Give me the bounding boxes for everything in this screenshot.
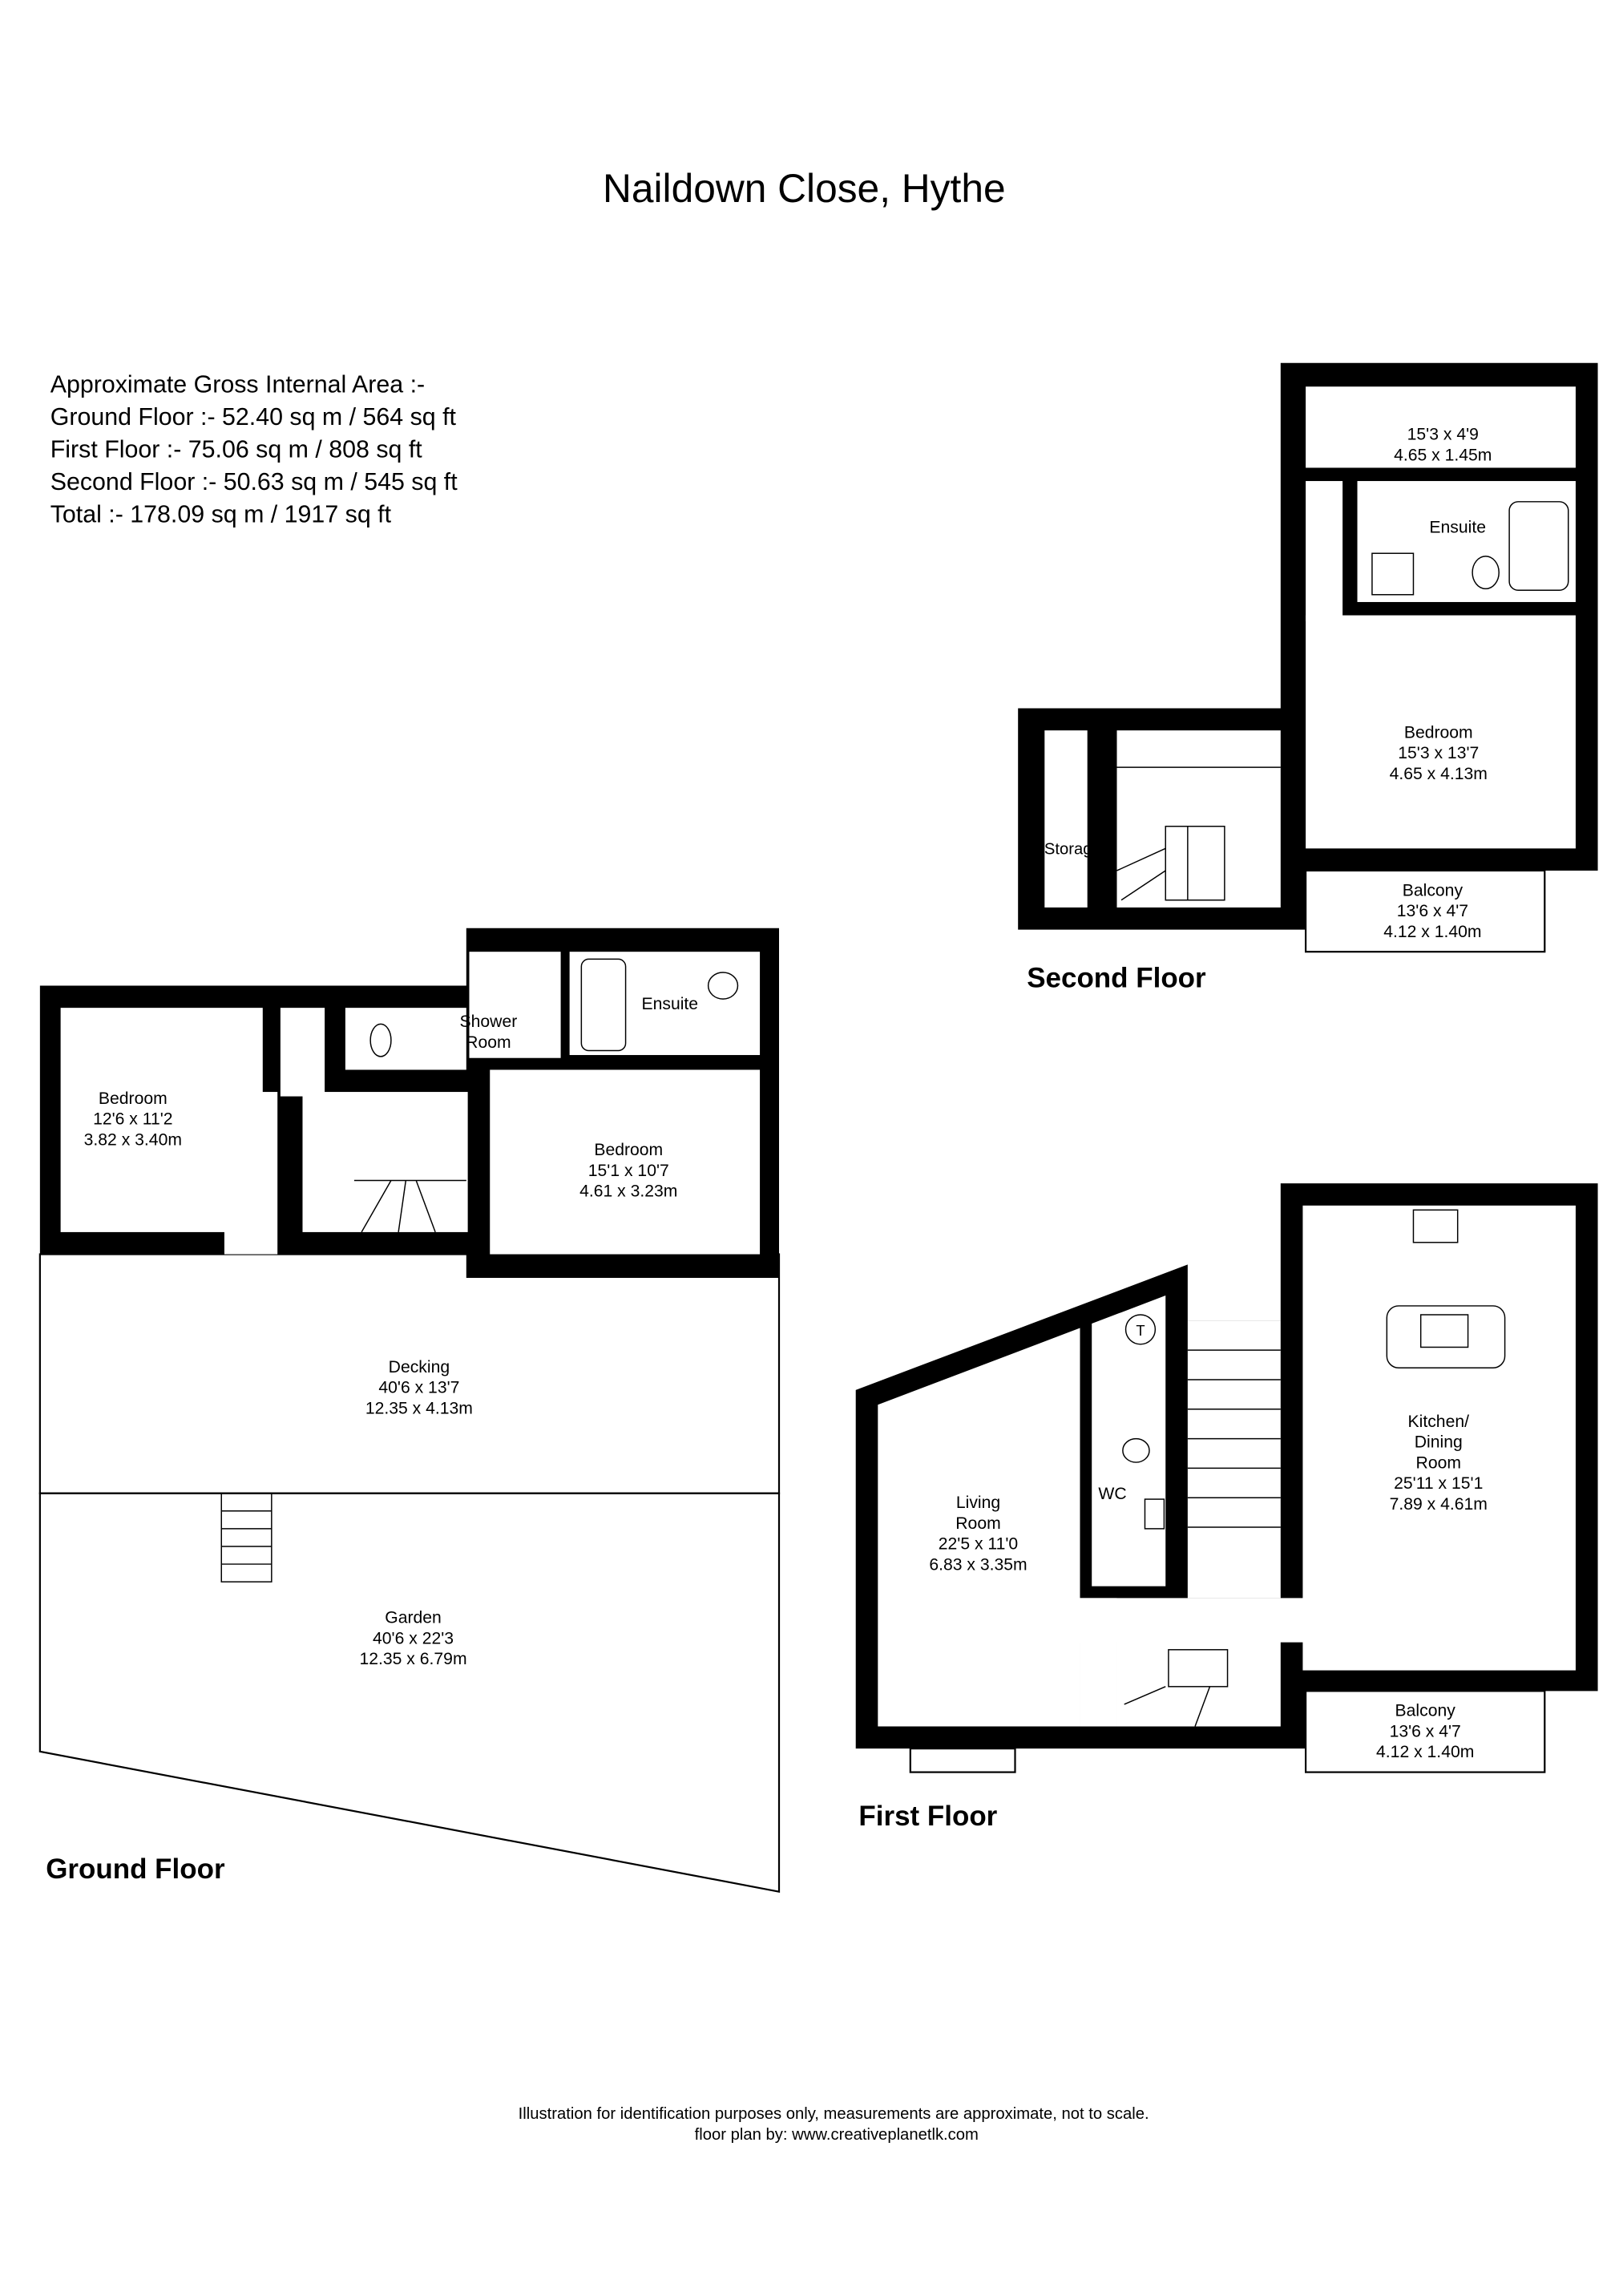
bedroom1-imperial: 12'6 x 11'2 <box>93 1110 172 1129</box>
shower-icon <box>1371 552 1415 596</box>
bedroom-label: Bedroom <box>1404 723 1473 742</box>
garden-label: Garden <box>385 1609 442 1627</box>
tank-icon <box>1124 1314 1157 1345</box>
kitchen-label-2: Dining <box>1415 1433 1463 1452</box>
top-room-imperial: 15'3 x 4'9 <box>1407 426 1479 444</box>
decking-label: Decking <box>389 1358 450 1376</box>
first-floor-plan: T Living Room 22'5 x 11'0 6.83 x 3.35m W… <box>855 1183 1598 1832</box>
bedroom1-label: Bedroom <box>99 1089 168 1108</box>
balcony-metric: 4.12 x 1.40m <box>1376 1743 1474 1761</box>
garden-metric: 12.35 x 6.79m <box>359 1650 466 1668</box>
balcony-label: Balcony <box>1403 881 1464 899</box>
toilet-icon <box>707 972 739 1000</box>
bedroom-metric: 4.65 x 4.13m <box>1390 765 1488 783</box>
living-room-metric: 6.83 x 3.35m <box>929 1555 1027 1574</box>
kitchen-metric: 7.89 x 4.61m <box>1390 1495 1488 1514</box>
garden-outline <box>38 1492 781 1894</box>
balcony-imperial: 13'6 x 4'7 <box>1390 1722 1461 1740</box>
balcony-metric: 4.12 x 1.40m <box>1383 923 1481 941</box>
ensuite-label: Ensuite <box>1429 518 1486 536</box>
shower-room-label-2: Room <box>466 1033 511 1052</box>
steps-icon <box>220 1492 273 1583</box>
stairs-icon <box>1116 766 1281 901</box>
ensuite-label: Ensuite <box>642 995 699 1013</box>
living-room-label-2: Room <box>955 1514 1000 1533</box>
sink-icon <box>1412 1209 1459 1243</box>
storage-label: Storage <box>1044 841 1101 859</box>
bedroom2-label: Bedroom <box>594 1141 663 1159</box>
stairs-icon <box>353 1179 466 1233</box>
area-second: Second Floor :- 50.63 sq m / 545 sq ft <box>50 469 458 495</box>
toilet-icon <box>369 1023 392 1057</box>
living-room-imperial: 22'5 x 11'0 <box>939 1535 1018 1554</box>
garden-imperial: 40'6 x 22'3 <box>373 1629 454 1647</box>
toilet-icon <box>1472 556 1500 590</box>
kitchen-imperial: 25'11 x 15'1 <box>1394 1474 1483 1493</box>
kitchen-island-icon <box>1386 1305 1506 1368</box>
shower-room-label: Shower <box>460 1013 518 1031</box>
bedroom2-imperial: 15'1 x 10'7 <box>588 1162 669 1180</box>
bedroom2-metric: 4.61 x 3.23m <box>579 1182 677 1201</box>
bath-icon <box>1508 501 1569 591</box>
balcony-label: Balcony <box>1395 1702 1456 1720</box>
area-summary: Approximate Gross Internal Area :- Groun… <box>50 372 458 528</box>
stairs-icon <box>1124 1349 1281 1727</box>
area-heading: Approximate Gross Internal Area :- <box>50 372 425 398</box>
area-ground: Ground Floor :- 52.40 sq m / 564 sq ft <box>50 404 457 430</box>
top-room-metric: 4.65 x 1.45m <box>1394 446 1492 464</box>
disclaimer: Illustration for identification purposes… <box>519 2105 1149 2123</box>
credit: floor plan by: www.creativeplanetlk.com <box>695 2126 979 2144</box>
window-icon <box>1386 365 1506 378</box>
toilet-icon <box>1122 1437 1150 1463</box>
basin-icon <box>1144 1498 1165 1530</box>
second-floor-label: Second Floor <box>1027 962 1206 993</box>
tank-symbol: T <box>1136 1322 1145 1339</box>
bath-icon <box>580 958 627 1052</box>
living-room-label: Living <box>956 1494 1000 1512</box>
first-floor-label: First Floor <box>858 1801 997 1832</box>
bedroom1-metric: 3.82 x 3.40m <box>84 1130 182 1149</box>
kitchen-label-3: Room <box>1416 1453 1461 1472</box>
second-floor-plan: 15'3 x 4'9 4.65 x 1.45m Ensuite Bedroom … <box>1018 362 1598 993</box>
ground-floor-label: Ground Floor <box>46 1853 225 1885</box>
bedroom-imperial: 15'3 x 13'7 <box>1398 744 1479 762</box>
ground-floor-plan: Bedroom 12'6 x 11'2 3.82 x 3.40m Shower … <box>38 928 781 1894</box>
hob-icon <box>1419 1314 1469 1348</box>
area-first: First Floor :- 75.06 sq m / 808 sq ft <box>50 437 423 463</box>
wc-label: WC <box>1098 1485 1126 1503</box>
balcony-imperial: 13'6 x 4'7 <box>1397 902 1468 920</box>
kitchen-label: Kitchen/ <box>1408 1413 1470 1431</box>
area-total: Total :- 178.09 sq m / 1917 sq ft <box>50 502 392 528</box>
decking-metric: 12.35 x 4.13m <box>365 1399 473 1417</box>
page-title: Naildown Close, Hythe <box>603 166 1006 211</box>
juliet-balcony-outline <box>909 1748 1016 1773</box>
decking-imperial: 40'6 x 13'7 <box>378 1379 459 1397</box>
